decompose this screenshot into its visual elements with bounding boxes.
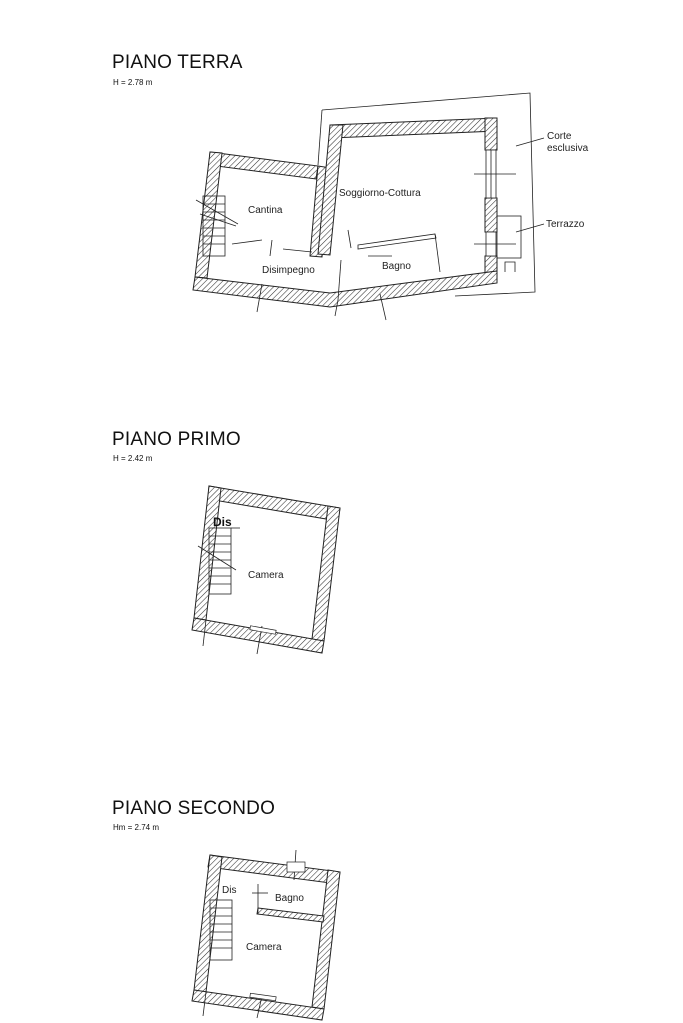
partition-2: [282, 248, 313, 253]
cut-line-1: [256, 283, 263, 313]
floor-height-secondo: Hm = 2.74 m: [113, 823, 160, 832]
wall-soggiorno-top: [329, 117, 498, 139]
wall-cantina-top: [208, 151, 319, 180]
partition-bagno: [357, 233, 437, 250]
label-soggiorno: Soggiorno-Cottura: [339, 188, 421, 199]
wall-bottom: [192, 270, 498, 308]
leader-terrazzo: [515, 223, 545, 233]
terrazzo-step: [504, 261, 516, 272]
label-secondo-camera: Camera: [246, 942, 282, 953]
label-primo-dis: Dis: [213, 515, 232, 529]
leader-corte: [515, 137, 545, 147]
wall-secondo-bagno: [256, 907, 325, 923]
floor-title-terra: PIANO TERRA: [112, 52, 243, 73]
partition-bagno-right: [434, 233, 441, 273]
window-primo-bottom: [249, 625, 277, 635]
wall-secondo-right: [311, 869, 341, 1010]
cut-line-secondo-1: [202, 991, 207, 1017]
label-bagno: Bagno: [382, 261, 411, 272]
wall-secondo-left: [193, 854, 223, 993]
wall-primo-right: [311, 505, 341, 642]
plan-piano-primo: Dis Camera: [191, 485, 341, 655]
label-secondo-dis: Dis: [222, 885, 236, 896]
plan-piano-secondo: Dis Bagno Camera: [191, 849, 341, 1021]
wall-cantina-left: [194, 151, 223, 279]
cut-line-primo-1: [202, 619, 207, 647]
lot-boundary-left: [317, 109, 323, 166]
wall-secondo-top: [207, 854, 341, 885]
door-swing-2: [269, 239, 273, 257]
stairs-terra: [195, 195, 239, 257]
terrazzo-outline: [496, 215, 522, 259]
partition-1: [231, 239, 263, 245]
label-cantina: Cantina: [248, 205, 283, 216]
stairs-primo: [197, 527, 240, 595]
door-swing-1: [347, 229, 352, 249]
stairs-secondo: [209, 899, 233, 961]
wall-soggiorno-left: [317, 124, 344, 256]
cut-line-2: [334, 299, 339, 317]
label-corte-1: Corte: [547, 131, 572, 142]
label-secondo-bagno: Bagno: [275, 893, 304, 904]
wall-soggiorno-right-upper: [484, 117, 498, 151]
wall-primo-left: [193, 485, 222, 621]
floor-height-primo: H = 2.42 m: [113, 454, 153, 463]
wall-secondo-bottom: [191, 989, 325, 1021]
window-secondo-top: [286, 861, 306, 873]
partition-disimpegno: [337, 259, 342, 301]
cut-line-3: [379, 293, 387, 321]
floor-title-primo: PIANO PRIMO: [112, 429, 241, 450]
cut-line-secondo-2: [256, 995, 263, 1019]
floor-height-terra: H = 2.78 m: [113, 78, 153, 87]
wall-soggiorno-right-mid: [484, 197, 498, 233]
lot-boundary: [321, 92, 536, 297]
window-secondo-bottom: [249, 992, 277, 1002]
label-corte-2: esclusiva: [547, 143, 589, 154]
floor-title-secondo: PIANO SECONDO: [112, 798, 276, 819]
label-primo-camera: Camera: [248, 570, 284, 581]
plan-piano-terra: Cantina Soggiorno-Cottura Disimpegno Bag…: [192, 92, 589, 321]
wall-primo-bottom: [191, 617, 325, 654]
label-disimpegno: Disimpegno: [262, 265, 315, 276]
label-terrazzo: Terrazzo: [546, 219, 585, 230]
